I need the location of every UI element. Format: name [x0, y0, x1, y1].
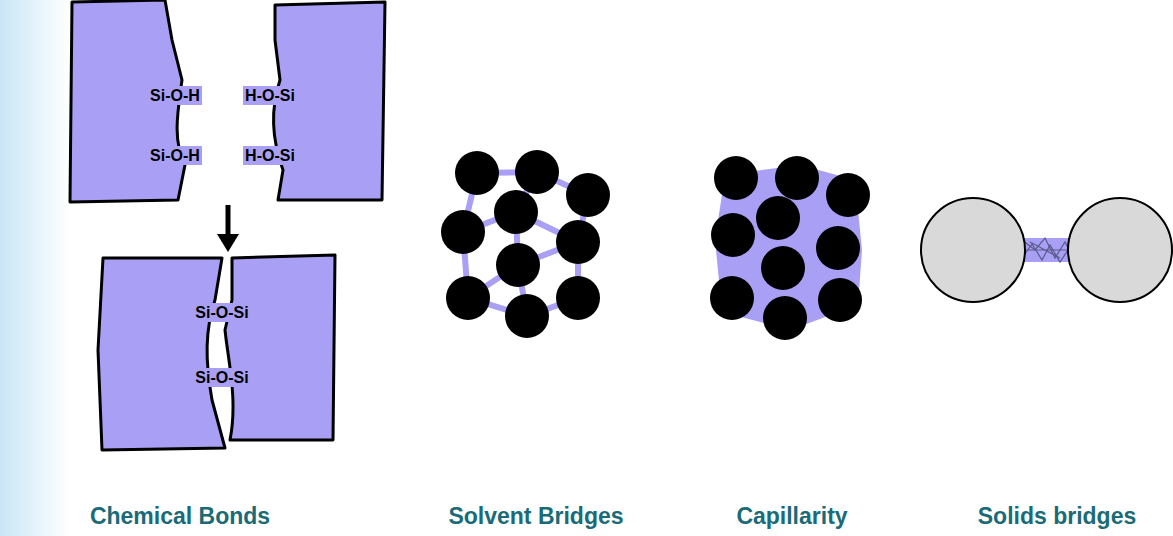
- background-gradient: [0, 0, 70, 536]
- bond-label: Si-O-Si: [193, 303, 250, 322]
- bond-label: H-O-Si: [243, 86, 297, 105]
- panel-caption: Solids bridges: [978, 502, 1136, 530]
- bond-label: Si-O-H: [148, 86, 202, 105]
- panel-caption: Capillarity: [736, 502, 847, 530]
- bond-label: Si-O-H: [148, 146, 202, 165]
- bond-label: Si-O-Si: [193, 368, 250, 387]
- panel-caption: Chemical Bonds: [90, 502, 270, 530]
- bond-label: H-O-Si: [243, 146, 297, 165]
- panel-caption: Solvent Bridges: [448, 502, 623, 530]
